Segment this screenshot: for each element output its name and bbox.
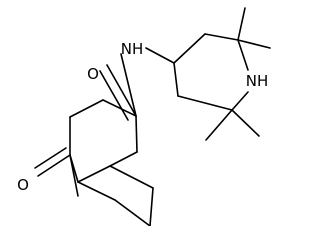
bond-bc-4	[109, 151, 138, 167]
bond-bc-2	[69, 99, 104, 118]
bond-c6-methyl-b	[205, 109, 233, 141]
chemical-structure: O NH NH O	[17, 7, 271, 226]
bond-bc-8	[109, 165, 154, 189]
bond-bc-7	[77, 165, 111, 183]
bond-c6-c5	[177, 95, 233, 111]
bond-bc-10	[77, 181, 116, 201]
bond-n-c6	[231, 91, 249, 111]
bond-bc-12	[69, 154, 79, 197]
bond-n-c4	[145, 47, 175, 64]
bond-c2-methyl-b	[237, 39, 271, 49]
ketone-oxygen-label: O	[17, 176, 29, 194]
bond-amide-c-o-2	[99, 70, 129, 121]
bond-c4-c3	[173, 33, 206, 64]
amide-nitrogen-label: NH	[121, 40, 144, 58]
bond-bc-1	[102, 99, 137, 117]
bond-bc-11	[114, 199, 151, 226]
bond-c2-n	[237, 39, 249, 71]
bond-amide-c-o-1	[106, 64, 137, 117]
bond-ketone-1	[37, 154, 71, 177]
bond-ketone-2	[34, 147, 67, 169]
bond-c3-c2	[204, 33, 239, 41]
carbonyl-oxygen-label: O	[87, 65, 99, 83]
bond-bc-3	[135, 115, 138, 153]
ring-nitrogen-label: NH	[246, 72, 269, 90]
bond-c5-c4	[173, 62, 179, 97]
bond-amide-c-n	[120, 53, 137, 117]
bond-c6-methyl-a	[231, 109, 260, 137]
bond-c2-methyl-a	[237, 7, 246, 41]
bond-lines	[34, 7, 271, 226]
structure-canvas: O NH NH O	[17, 7, 271, 226]
bond-bc-9	[149, 187, 154, 226]
